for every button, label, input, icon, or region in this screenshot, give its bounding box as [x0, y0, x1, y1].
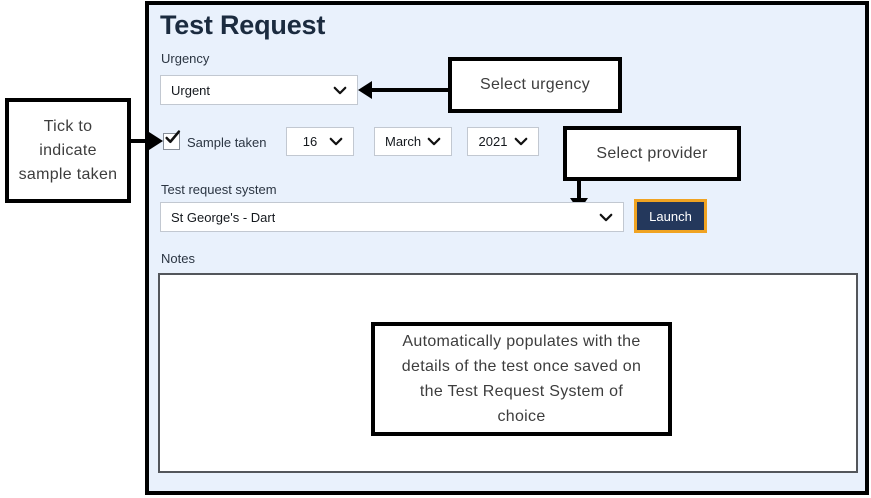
month-select[interactable]: March — [374, 127, 452, 156]
test-request-system-label: Test request system — [161, 182, 277, 197]
page-title: Test Request — [160, 10, 326, 40]
provider-arrow-shaft — [577, 181, 581, 198]
select-provider-callout: Select provider — [563, 126, 741, 181]
chevron-down-icon — [333, 83, 347, 98]
test-request-system-value: St George's - Dart — [171, 209, 276, 225]
chevron-down-icon — [599, 210, 613, 225]
chevron-down-icon — [514, 134, 528, 149]
urgency-arrow-shaft — [372, 88, 448, 92]
urgency-label: Urgency — [161, 51, 210, 66]
day-select-value: 16 — [302, 134, 318, 149]
urgency-select-value: Urgent — [171, 82, 211, 98]
sample-taken-label: Sample taken — [187, 135, 267, 150]
launch-button[interactable]: Launch — [634, 199, 707, 233]
day-select[interactable]: 16 — [286, 127, 354, 156]
sample-arrow-shaft — [131, 139, 149, 143]
check-icon — [164, 130, 181, 151]
year-select[interactable]: 2021 — [467, 127, 539, 156]
sample-taken-callout: Tick to indicate sample taken — [5, 98, 131, 203]
chevron-down-icon — [329, 134, 343, 149]
year-select-value: 2021 — [478, 134, 508, 149]
chevron-down-icon — [427, 134, 441, 149]
test-request-system-select[interactable]: St George's - Dart — [160, 202, 624, 232]
sample-arrow-head-icon — [149, 132, 163, 150]
month-select-value: March — [385, 134, 421, 149]
notes-callout: Automatically populates with the details… — [371, 322, 672, 436]
select-urgency-callout: Select urgency — [448, 57, 622, 113]
notes-label: Notes — [161, 251, 195, 266]
urgency-select[interactable]: Urgent — [160, 75, 358, 105]
urgency-arrow-head-icon — [358, 81, 372, 99]
sample-taken-checkbox[interactable] — [163, 130, 181, 151]
